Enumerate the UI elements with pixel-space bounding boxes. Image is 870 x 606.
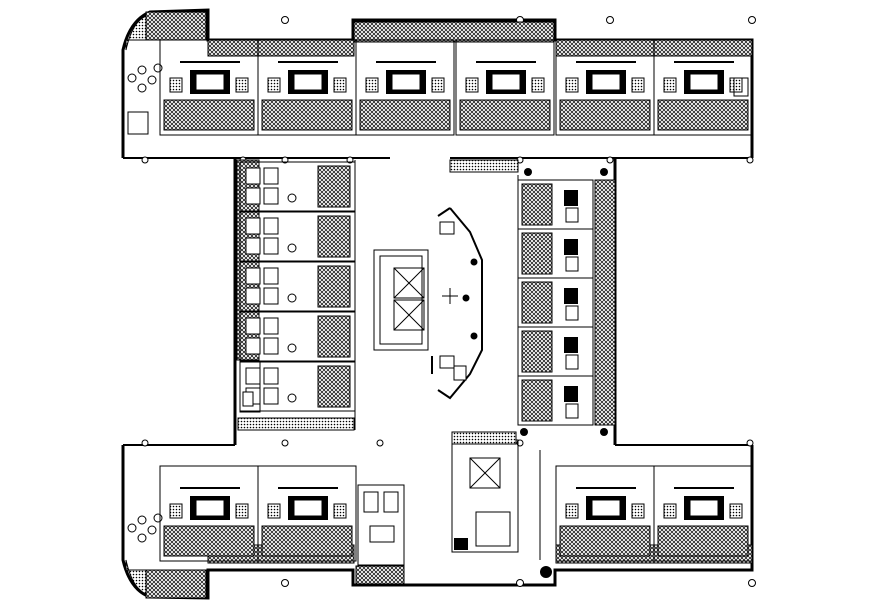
top-wing — [125, 11, 753, 136]
stair-core — [373, 249, 429, 351]
lounge-chairs-top-left — [127, 63, 163, 93]
lobby — [373, 207, 483, 400]
reception-desk — [431, 207, 483, 400]
lounge-chairs-bottom-left — [127, 513, 163, 543]
service-core — [451, 431, 519, 553]
service-rooms — [357, 484, 405, 566]
left-wing — [236, 159, 356, 431]
right-wing — [449, 159, 616, 436]
bottom-wing — [125, 431, 753, 599]
